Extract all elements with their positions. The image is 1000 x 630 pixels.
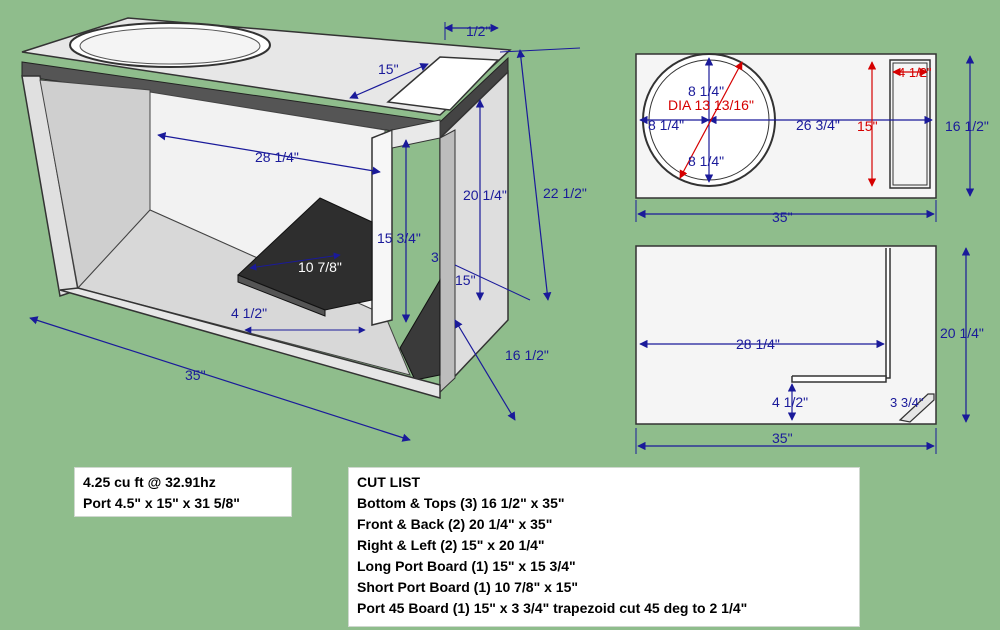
dim-side-port-gap: 4 1/2" <box>772 394 808 410</box>
dim-port-slot: 4 1/2" <box>898 65 932 80</box>
cut-list-item: Port 45 Board (1) 15" x 3 3/4" trapezoid… <box>357 600 748 616</box>
side-view-port-45 <box>898 393 935 423</box>
dim-depth: 16 1/2" <box>505 347 549 363</box>
dim-width: 35" <box>185 367 206 383</box>
isometric-view: 1/2" 15" 28 1/4" 15 3/4" 20 1/4" 22 1/2"… <box>21 17 587 442</box>
dim-radius-left: 8 1/4" <box>648 117 684 133</box>
dim-side-corner: 3 3/4" <box>890 395 924 410</box>
dim-top-width: 35" <box>772 209 793 225</box>
spec-port: Port 4.5" x 15" x 31 5/8" <box>83 495 240 511</box>
dim-angle-cut: 3 <box>431 249 439 265</box>
dim-inner-height: 20 1/4" <box>463 187 507 203</box>
cut-list-item: Long Port Board (1) 15" x 15 3/4" <box>357 558 576 574</box>
dim-radius-top: 8 1/4" <box>688 83 724 99</box>
specs-panel: 4.25 cu ft @ 32.91hz Port 4.5" x 15" x 3… <box>74 467 292 517</box>
side-view-long-port <box>885 248 891 379</box>
dim-side-port-length: 28 1/4" <box>736 336 780 352</box>
top-view: 8 1/4" DIA 13 13/16" 8 1/4" 26 3/4" 8 1/… <box>635 53 989 225</box>
cut-list-title: CUT LIST <box>357 474 420 490</box>
dim-port-height: 15" <box>857 118 878 134</box>
dim-total-height: 22 1/2" <box>543 185 587 201</box>
dim-diameter: DIA 13 13/16" <box>668 97 754 113</box>
dim-side-depth: 15" <box>455 272 476 288</box>
cut-list-item: Short Port Board (1) 10 7/8" x 15" <box>357 579 579 595</box>
dim-top-depth: 16 1/2" <box>945 118 989 134</box>
side-view-short-port <box>791 375 887 383</box>
cut-list-item: Bottom & Tops (3) 16 1/2" x 35" <box>357 495 565 511</box>
long-port-board <box>371 128 393 326</box>
dim-long-port: 15 3/4" <box>377 230 421 246</box>
dim-port-gap: 4 1/2" <box>231 305 267 321</box>
dim-port-depth: 15" <box>378 61 399 77</box>
dim-side-width: 35" <box>772 430 793 446</box>
cut-list-panel: CUT LIST Bottom & Tops (3) 16 1/2" x 35"… <box>348 467 860 627</box>
side-view: 28 1/4" 20 1/4" 4 1/2" 3 3/4" 35" <box>635 245 984 454</box>
dim-side-height: 20 1/4" <box>940 325 984 341</box>
dim-center-to-edge: 26 3/4" <box>796 117 840 133</box>
spec-volume: 4.25 cu ft @ 32.91hz <box>83 474 216 490</box>
cut-list-item: Right & Left (2) 15" x 20 1/4" <box>357 537 545 553</box>
dim-short-port: 10 7/8" <box>298 259 342 275</box>
dim-top-port-width: 1/2" <box>466 23 490 39</box>
cut-list-item: Front & Back (2) 20 1/4" x 35" <box>357 516 553 532</box>
dim-port-length: 28 1/4" <box>255 149 299 165</box>
dim-radius-bottom: 8 1/4" <box>688 153 724 169</box>
